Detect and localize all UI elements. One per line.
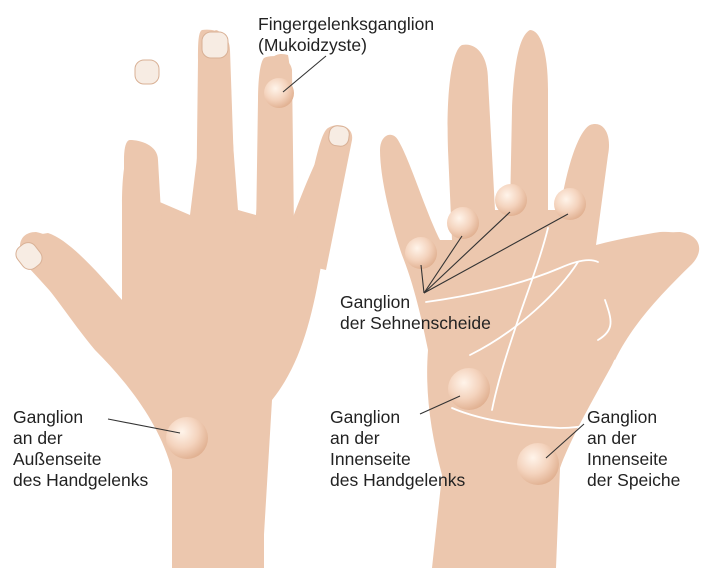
label-line: der Speiche: [587, 470, 680, 491]
label-inner-wrist: Ganglion an der Innenseite des Handgelen…: [330, 407, 465, 491]
ganglion-outer-wrist-icon: [166, 417, 208, 459]
right-thumb: [585, 232, 699, 360]
label-line: Außenseite: [13, 449, 148, 470]
left-middle: [196, 30, 236, 225]
label-line: Fingergelenksganglion: [258, 14, 434, 35]
label-outer-wrist: Ganglion an der Außenseite des Handgelen…: [13, 407, 148, 491]
ganglion-inner-wrist-icon: [448, 368, 490, 410]
ganglion-finger-joint-icon: [264, 78, 294, 108]
label-line: Ganglion: [340, 292, 491, 313]
label-line: des Handgelenks: [330, 470, 465, 491]
label-line: an der: [330, 428, 465, 449]
label-line: an der: [13, 428, 148, 449]
nail-icon: [135, 60, 159, 84]
label-line: der Sehnenscheide: [340, 313, 491, 334]
ganglion-sheath-2-icon: [447, 207, 479, 239]
ganglion-sheath-4-icon: [554, 188, 586, 220]
label-line: Innenseite: [330, 449, 465, 470]
label-line: Innenseite: [587, 449, 680, 470]
label-radius: Ganglion an der Innenseite der Speiche: [587, 407, 680, 491]
label-line: (Mukoidzyste): [258, 35, 434, 56]
label-line: Ganglion: [13, 407, 148, 428]
label-tendon-sheath: Ganglion der Sehnenscheide: [340, 292, 491, 334]
left-index: [124, 140, 162, 232]
nail-icon: [328, 125, 351, 148]
label-line: Ganglion: [587, 407, 680, 428]
ganglion-sheath-1-icon: [405, 237, 437, 269]
ganglion-sheath-3-icon: [495, 184, 527, 216]
ganglion-radius-icon: [517, 443, 559, 485]
label-finger-joint: Fingergelenksganglion (Mukoidzyste): [258, 14, 434, 56]
label-line: an der: [587, 428, 680, 449]
label-line: des Handgelenks: [13, 470, 148, 491]
label-line: Ganglion: [330, 407, 465, 428]
nail-icon: [202, 32, 228, 58]
